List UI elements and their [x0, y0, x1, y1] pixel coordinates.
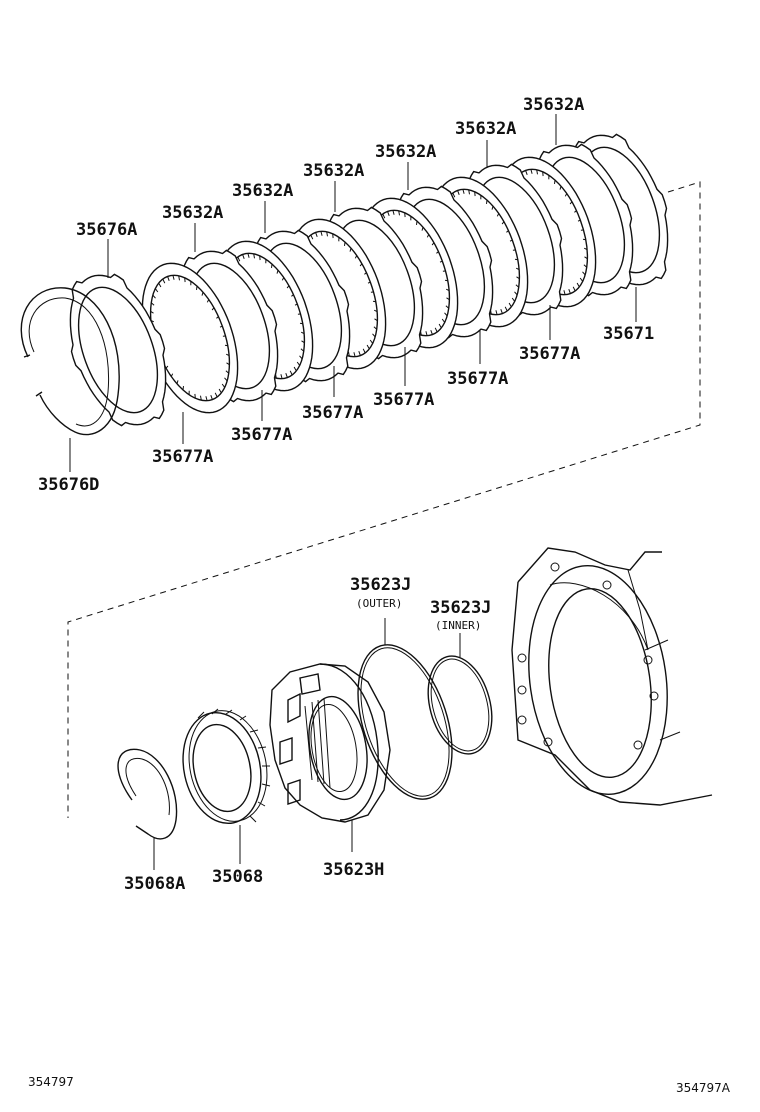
leader-lines	[69, 114, 637, 870]
part-labels: 35676A 35676D 35632A 35632A 35632A 35632…	[38, 95, 654, 894]
note-outer: (OUTER)	[356, 597, 402, 610]
label-35632A-2: 35632A	[232, 181, 293, 201]
label-35623J-inner: 35623J	[430, 598, 491, 618]
label-35068A: 35068A	[124, 874, 185, 894]
label-35623H: 35623H	[323, 860, 384, 880]
note-inner: (INNER)	[435, 619, 481, 632]
backing-plate-35676A	[69, 273, 167, 427]
snap-ring-35676D	[20, 287, 120, 436]
snap-ring-35068A	[117, 748, 178, 840]
piston-35623H	[269, 663, 391, 823]
figure-codes: 354797 354797A	[28, 1075, 731, 1095]
o-ring-inner-35623J	[427, 655, 493, 755]
label-35677A-2: 35677A	[231, 425, 292, 445]
transmission-case	[511, 547, 713, 806]
label-35068: 35068	[212, 867, 263, 887]
assembly-frame-upper	[67, 181, 701, 818]
label-35677A-1: 35677A	[152, 447, 213, 467]
label-35671: 35671	[603, 324, 654, 344]
label-35632A-3: 35632A	[303, 161, 364, 181]
label-35623J-outer: 35623J	[350, 575, 411, 595]
spring-retainer-35068	[182, 708, 271, 825]
clutch-pack-group	[69, 133, 669, 427]
figure-code-right: 354797A	[676, 1081, 731, 1095]
label-35676A: 35676A	[76, 220, 137, 240]
label-35676D: 35676D	[38, 475, 99, 495]
label-35632A-4: 35632A	[375, 142, 436, 162]
o-ring-outer-35623J	[357, 644, 453, 800]
label-35677A-5: 35677A	[447, 369, 508, 389]
label-35677A-3: 35677A	[302, 403, 363, 423]
figure-code-left: 354797	[28, 1075, 74, 1089]
label-35632A-6: 35632A	[523, 95, 584, 115]
label-35632A-5: 35632A	[455, 119, 516, 139]
label-35677A-4: 35677A	[373, 390, 434, 410]
label-35677A-6: 35677A	[519, 344, 580, 364]
label-35632A-1: 35632A	[162, 203, 223, 223]
